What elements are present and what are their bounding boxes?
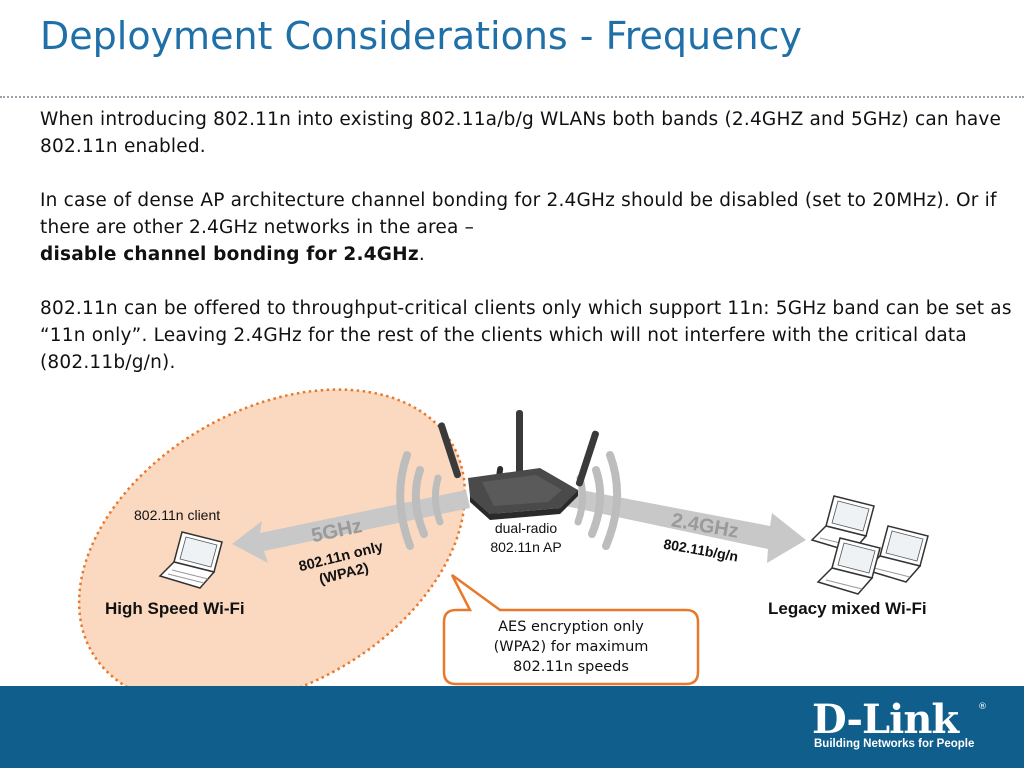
laptop-icon [158,531,223,589]
paragraph-2: In case of dense AP architecture channel… [40,187,1020,268]
laptop-icon [864,525,929,583]
page-title: Deployment Considerations - Frequency [40,14,802,58]
wifi-waves-left-icon [396,451,444,550]
paragraph-3: 802.11n can be offered to throughput-cri… [40,298,1012,373]
paragraph-2-emphasis: disable channel bonding for 2.4GHz [40,244,419,265]
legacy-label: Legacy mixed Wi-Fi [768,599,927,618]
frequency-diagram: 5GHz 802.11n only (WPA2) 2.4GHz 802.11b/… [77,388,929,690]
access-point-label: dual-radio 802.11n AP [476,519,576,557]
logo-tagline: Building Networks for People [814,738,975,750]
ap-label-line1: dual-radio [494,520,558,536]
callout-bubble [442,573,700,686]
laptop-group-icon [810,495,929,595]
callout-line-1: AES encryption only [498,619,644,635]
ap-label-line2: 802.11n AP [490,539,562,555]
laptop-icon [816,537,881,595]
paragraph-2-text: In case of dense AP architecture channel… [40,190,997,238]
callout-text: AES encryption only (WPA2) for maximum 8… [446,617,696,677]
paragraph-2-end: . [418,244,425,265]
footer-bar [0,686,1024,768]
title-divider [0,96,1024,98]
arrow-5ghz [232,490,470,563]
logo-text: D-Link [812,696,959,743]
dlink-logo: D-Link ® Building Networks for People [812,698,992,758]
callout-line-2: (WPA2) for maximum [493,639,649,655]
paragraph-1: When introducing 802.11n into existing 8… [40,109,1002,157]
client-label: 802.11n client [134,507,221,523]
access-point-icon [438,410,599,520]
high-speed-label: High Speed Wi-Fi [105,599,245,618]
laptop-icon [810,495,875,553]
registered-mark: ® [978,702,987,712]
callout-line-3: 802.11n speeds [513,659,629,675]
body-text: When introducing 802.11n into existing 8… [40,106,1020,403]
